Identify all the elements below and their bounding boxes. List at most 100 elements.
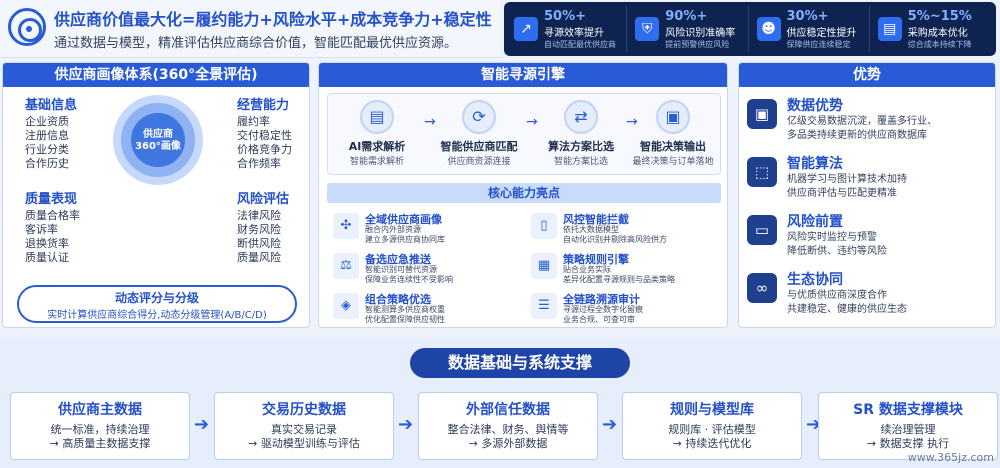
step-compare: ⇄ 算法方案比选 智能方案比选 bbox=[536, 100, 626, 167]
advantage-algo: ⬚ 智能算法 机器学习与图计算技术加持 供应商评估与匹配更精准 bbox=[747, 153, 987, 209]
box-desc: 真实交易记录 → 驱动模型训练与评估 bbox=[248, 423, 360, 450]
advantage-risk: ▭ 风险前置 风险实时监控与预警 降低断供、违约等风险 bbox=[747, 211, 987, 267]
section-title: 基础信息 bbox=[25, 98, 78, 113]
engine-steps: ▤ AI需求解析 智能需求解析 → ⟳ 智能供应商匹配 供应商资源连接 → ⇄ … bbox=[327, 93, 721, 175]
section-risk: 风险评估 法律风险 财务风险 断供风险 质量风险 bbox=[237, 193, 289, 265]
section-item: 注册信息 bbox=[25, 129, 69, 142]
metric-label: 供应稳定性提升 bbox=[786, 27, 857, 39]
section-ops: 经营能力 履约率 交付稳定性 价格竞争力 合作频率 bbox=[237, 99, 292, 171]
metric-value: 30%+ bbox=[786, 8, 829, 24]
foundation-transaction: 交易历史数据 真实交易记录 → 驱动模型训练与评估 bbox=[214, 392, 394, 460]
box-title: 外部信任数据 bbox=[466, 402, 550, 418]
metric-sub: 自动匹配最优供应商 bbox=[544, 39, 616, 49]
cap-emergency: ⚖ 备选应急推送 智能识别可替代资源 保障业务连续性不受影响 bbox=[333, 251, 523, 287]
box-title: SR 数据支撑模块 bbox=[853, 402, 963, 418]
metric-sub: 保障供应连续稳定 bbox=[786, 39, 851, 49]
section-title: 经营能力 bbox=[237, 98, 290, 113]
box-title: 交易历史数据 bbox=[262, 402, 346, 418]
advantage-eco: ∞ 生态协同 与优质供应商深度合作 共建稳定、健康的供应生态 bbox=[747, 269, 987, 325]
section-title: 质量表现 bbox=[25, 192, 78, 207]
eval-desc: 实时计算供应商综合得分,动态分级管理(A/B/C/D) bbox=[47, 310, 267, 321]
arrow-right-icon: ➔ bbox=[194, 414, 210, 435]
chart-up-icon: ↗ bbox=[514, 17, 538, 41]
cap-desc: 贴合业务实际 差异化配置寻源规则与品类策略 bbox=[563, 265, 675, 284]
box-title: 规则与模型库 bbox=[670, 402, 754, 418]
metric-cost: ▤ 5%~15%采购成本优化综合成本持续下降 bbox=[874, 6, 990, 52]
cap-desc: 融合内外部资源 建立多源供应商协同库 bbox=[365, 225, 445, 244]
advantage-desc: 亿级交易数据沉淀，覆盖多行业、 多品类持续更新的供应商数据库 bbox=[787, 116, 937, 141]
section-item: 退换货率 bbox=[25, 237, 69, 250]
panel-title: 优势 bbox=[739, 63, 995, 87]
cap-combo: ◈ 组合策略优选 智能测算多供应商权重 优化配置保障供应韧性 bbox=[333, 291, 523, 327]
advantage-title: 智能算法 bbox=[787, 156, 843, 172]
metric-sub: 综合成本持续下降 bbox=[907, 39, 972, 49]
supplier-profile-panel: 供应商画像体系(360°全景评估) 供应商 360°画像 基础信息 企业资质 注… bbox=[2, 62, 310, 328]
box-title: 供应商主数据 bbox=[58, 402, 142, 418]
advantage-desc: 机器学习与图计算技术加持 供应商评估与匹配更精准 bbox=[787, 174, 907, 199]
metric-value: 5%~15% bbox=[907, 8, 972, 24]
section-item: 质量风险 bbox=[237, 251, 281, 264]
panel-title: 智能寻源引擎 bbox=[319, 63, 727, 87]
cap-title: 备选应急推送 bbox=[365, 253, 431, 266]
dynamic-scoring-box: 动态评分与分级 实时计算供应商综合得分,动态分级管理(A/B/C/D) bbox=[17, 285, 297, 323]
step-label: 智能供应商匹配 bbox=[440, 140, 518, 153]
metric-stability: ☻ 30%+ 供应稳定性提升保障供应连续稳定 bbox=[753, 6, 870, 52]
document-icon: ▤ bbox=[360, 100, 394, 134]
metric-efficiency: ↗ 50%+寻源效率提升自动匹配最优供应商 bbox=[510, 6, 628, 52]
link-icon: ⟳ bbox=[462, 100, 496, 134]
cap-profile: ✣ 全域供应商画像 融合内外部资源 建立多源供应商协同库 bbox=[333, 211, 523, 247]
link-icon: ∞ bbox=[747, 273, 777, 303]
section-item: 价格竞争力 bbox=[237, 143, 292, 156]
phone-icon: ▯ bbox=[531, 213, 557, 239]
advantages-panel: 优势 ▣ 数据优势 亿级交易数据沉淀，覆盖多行业、 多品类持续更新的供应商数据库… bbox=[738, 62, 996, 328]
foundation-external: 外部信任数据 整合法律、财务、舆情等 → 多源外部数据 bbox=[418, 392, 598, 460]
monitor-icon: ▣ bbox=[656, 100, 690, 134]
foundation-rules: 规则与模型库 规则库 · 评估模型 → 持续迭代优化 bbox=[622, 392, 802, 460]
core-capabilities-title: 核心能力亮点 bbox=[327, 183, 721, 203]
panel-title: 供应商画像体系(360°全景评估) bbox=[3, 63, 309, 87]
section-item: 质量认证 bbox=[25, 251, 69, 264]
clipboard-icon: ▦ bbox=[531, 253, 557, 279]
header-title: 供应商价值最大化=履约能力+风险水平+成本竞争力+稳定性 bbox=[54, 10, 492, 29]
cap-risk: ▯ 风控智能拦截 依托大数据模型 自动化识别并剔除高风险供方 bbox=[531, 211, 721, 247]
arrow-right-icon: ➔ bbox=[398, 414, 414, 435]
section-item: 财务风险 bbox=[237, 223, 281, 236]
foundation-sr-module: SR 数据支撑模块 续治理管理 → 数据支撑 执行 bbox=[818, 392, 998, 460]
people-icon: ☻ bbox=[756, 17, 781, 41]
cap-desc: 智能测算多供应商权重 优化配置保障供应韧性 bbox=[365, 305, 445, 324]
folder-icon: ▭ bbox=[747, 215, 777, 245]
header: 供应商价值最大化=履约能力+风险水平+成本竞争力+稳定性 通过数据与模型，精准评… bbox=[0, 0, 500, 58]
audit-icon: ☰ bbox=[531, 293, 557, 319]
section-item: 质量合格率 bbox=[25, 209, 80, 222]
advantage-title: 风险前置 bbox=[787, 214, 843, 230]
metric-label: 风险识别准确率 bbox=[665, 27, 736, 39]
section-item: 行业分类 bbox=[25, 143, 69, 156]
step-desc: 最终决策与订单落地 bbox=[632, 157, 714, 167]
step-decision: ▣ 智能决策输出 最终决策与订单落地 bbox=[628, 100, 718, 167]
advantage-title: 生态协同 bbox=[787, 272, 843, 288]
section-item: 客诉率 bbox=[25, 223, 58, 236]
step-desc: 智能方案比选 bbox=[553, 157, 608, 167]
cap-title: 风控智能拦截 bbox=[563, 213, 629, 226]
foundation-master-data: 供应商主数据 统一标准，持续治理 → 高质量主数据支撑 bbox=[10, 392, 190, 460]
cap-audit: ☰ 全链路溯源审计 寻源过程全数字化留痕 业务合规、可查可审 bbox=[531, 291, 721, 327]
box-desc: 规则库 · 评估模型 → 持续迭代优化 bbox=[668, 423, 756, 450]
profile-center-label: 供应商 360°画像 bbox=[135, 129, 181, 152]
watermark: www.365jz.com bbox=[907, 451, 994, 464]
metric-label: 寻源效率提升 bbox=[544, 27, 604, 39]
section-item: 合作历史 bbox=[25, 157, 69, 170]
advantage-title: 数据优势 bbox=[787, 98, 843, 114]
cap-title: 全域供应商画像 bbox=[365, 213, 442, 226]
section-item: 交付稳定性 bbox=[237, 129, 292, 142]
section-quality: 质量表现 质量合格率 客诉率 退换货率 质量认证 bbox=[25, 193, 80, 265]
metrics-bar: ↗ 50%+寻源效率提升自动匹配最优供应商 ⛨ 90%+风险识别准确率提前预警供… bbox=[504, 2, 996, 56]
arrow-right-icon: → bbox=[526, 114, 538, 130]
section-item: 企业资质 bbox=[25, 115, 69, 128]
cube-icon: ◈ bbox=[333, 293, 359, 319]
sourcing-engine-panel: 智能寻源引擎 ▤ AI需求解析 智能需求解析 → ⟳ 智能供应商匹配 供应商资源… bbox=[318, 62, 728, 328]
box-desc: 续治理管理 → 数据支撑 执行 bbox=[866, 423, 950, 450]
box-desc: 整合法律、财务、舆情等 → 多源外部数据 bbox=[447, 423, 569, 450]
advantage-desc: 与优质供应商深度合作 共建稳定、健康的供应生态 bbox=[787, 290, 907, 315]
step-desc: 智能需求解析 bbox=[349, 157, 404, 167]
shield-icon: ⛨ bbox=[635, 17, 660, 41]
